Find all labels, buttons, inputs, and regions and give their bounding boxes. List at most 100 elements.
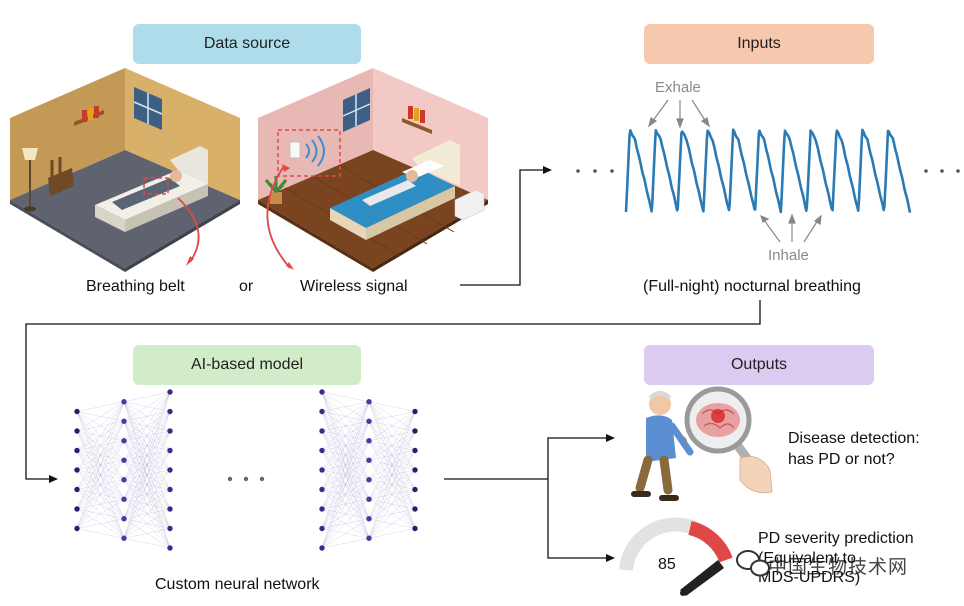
nn-node (412, 428, 418, 434)
nn-edge (368, 401, 416, 412)
nn-node (366, 418, 372, 424)
nn-edge (76, 421, 125, 529)
nn-edge (321, 401, 370, 510)
nn-edge (123, 391, 171, 402)
nn-node (412, 408, 418, 415)
nn-edge (123, 391, 171, 422)
nn-edge (76, 528, 125, 539)
severity-line2: (Equivalent to (758, 550, 856, 567)
nn-edge (321, 401, 370, 412)
nocturnal-breathing-caption: (Full-night) nocturnal breathing (643, 278, 861, 295)
nn-edge (321, 460, 370, 549)
nn-node (412, 467, 418, 473)
nn-edge (368, 430, 416, 539)
nn-node (167, 545, 173, 551)
nn-node (366, 516, 372, 522)
nn-node (167, 525, 173, 532)
nn-edge (368, 450, 416, 539)
nn-edge (321, 479, 370, 549)
nn-edge (321, 401, 370, 529)
disease-detection-line2: has PD or not? (788, 451, 895, 468)
exhale-label: Exhale (655, 79, 701, 96)
nn-edge (368, 508, 416, 539)
nn-edge (123, 391, 171, 441)
nn-edge (321, 401, 370, 549)
nn-edge (76, 499, 125, 529)
nn-edge (368, 411, 416, 480)
nn-edge (76, 460, 125, 529)
nn-edge (76, 401, 125, 412)
nn-edge (76, 401, 125, 490)
nn-edge (123, 538, 171, 549)
severity-line3: MDS-UPDRS) (758, 569, 861, 586)
nn-node (366, 457, 372, 463)
nn-node (319, 408, 325, 415)
nn-edge (321, 440, 370, 549)
nn-node (412, 525, 418, 532)
nn-edge (321, 401, 370, 451)
severity-line1: PD severity prediction (758, 530, 914, 547)
disease-detection-line1: Disease detection: (788, 430, 920, 447)
nn-edge (123, 469, 171, 539)
nn-node (319, 447, 325, 454)
nn-edge (123, 489, 171, 539)
nn-node (167, 428, 173, 434)
nn-edge (76, 440, 125, 529)
nn-edge (321, 499, 370, 549)
outputs-header: Outputs (644, 345, 874, 385)
nn-node (412, 486, 418, 493)
neural-network-caption: Custom neural network (155, 576, 320, 593)
nn-node (319, 428, 325, 434)
nn-node (121, 477, 127, 483)
nn-node (121, 438, 127, 444)
breathing-belt-label: Breathing belt (86, 278, 185, 295)
nn-edge (123, 411, 171, 539)
nn-node (74, 486, 80, 493)
nn-node (121, 535, 127, 541)
nn-edge (76, 401, 125, 510)
nn-node (366, 438, 372, 444)
nn-edge (76, 401, 125, 432)
nn-node (319, 506, 325, 512)
nn-edge (76, 401, 125, 471)
nn-edge (123, 430, 171, 539)
nn-edge (368, 411, 416, 441)
nn-node (121, 457, 127, 463)
nn-node (412, 447, 418, 454)
nn-edge (123, 391, 171, 500)
nn-node (74, 467, 80, 473)
nn-edge (321, 401, 370, 432)
nn-node (74, 506, 80, 512)
nn-edge (321, 391, 370, 402)
nn-node (366, 496, 372, 502)
nn-node (167, 389, 173, 395)
nn-edge (123, 391, 171, 539)
nn-edge (368, 411, 416, 422)
nn-node (121, 399, 127, 405)
nn-node (319, 545, 325, 551)
nn-edge (123, 450, 171, 539)
nn-edge (76, 401, 125, 451)
watermark-text: 中国生物技术网 (768, 557, 909, 578)
or-label: or (239, 278, 254, 295)
nn-node (121, 418, 127, 424)
nn-node (167, 486, 173, 493)
inhale-label: Inhale (768, 247, 809, 264)
nn-edge (368, 411, 416, 539)
nn-edge (321, 401, 370, 471)
nn-node (74, 447, 80, 454)
nn-node (319, 467, 325, 473)
nn-node (319, 486, 325, 493)
nn-node (74, 428, 80, 434)
nn-edge (123, 528, 171, 539)
nn-edge (321, 421, 370, 549)
wireless-signal-label: Wireless signal (300, 278, 408, 295)
nn-edge (321, 518, 370, 549)
